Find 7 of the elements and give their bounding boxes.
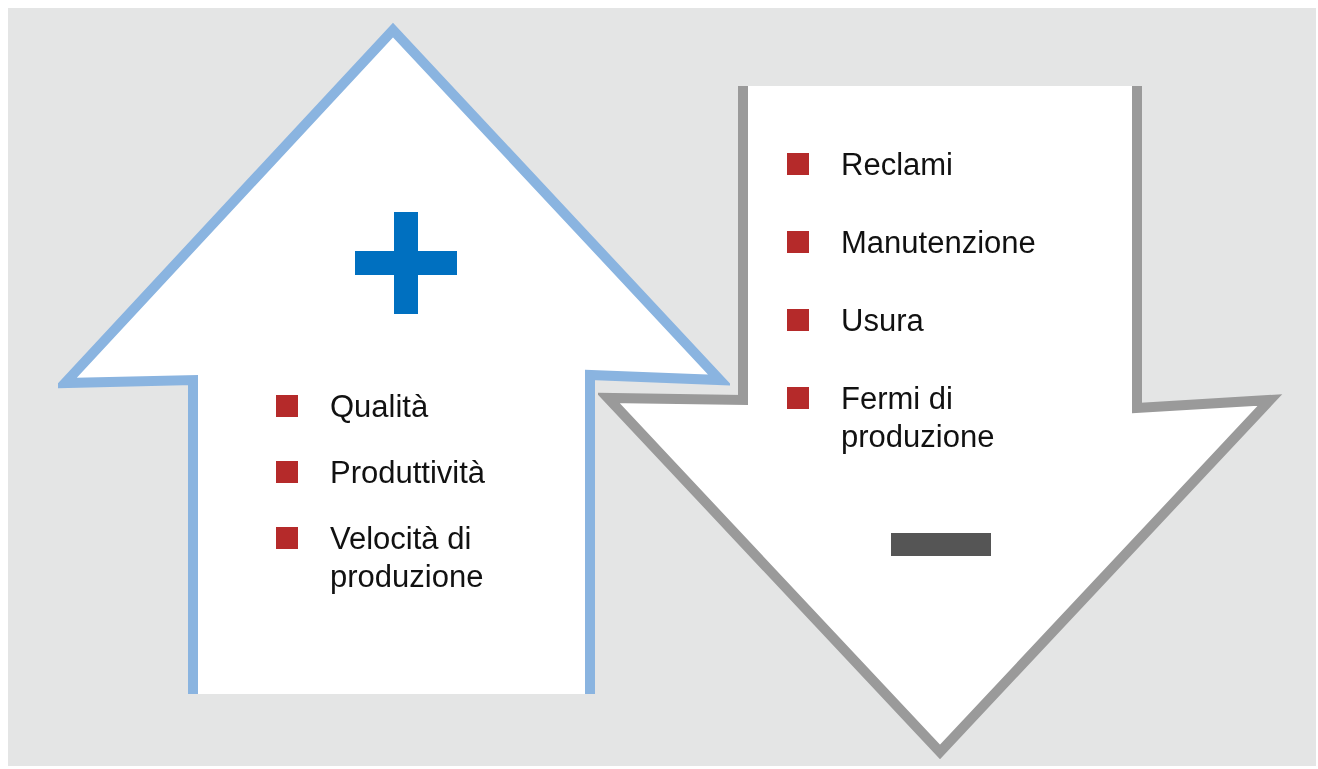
list-item-text: Velocità di produzione (330, 520, 484, 596)
list-item-text: Manutenzione (841, 224, 1036, 262)
list-item-text: Usura (841, 302, 924, 340)
list-item-text: Qualità (330, 388, 429, 426)
list-item-text: Fermi di produzione (841, 380, 996, 456)
list-item-text: Produttività (330, 454, 486, 492)
list-item-text: Reclami (841, 146, 953, 184)
